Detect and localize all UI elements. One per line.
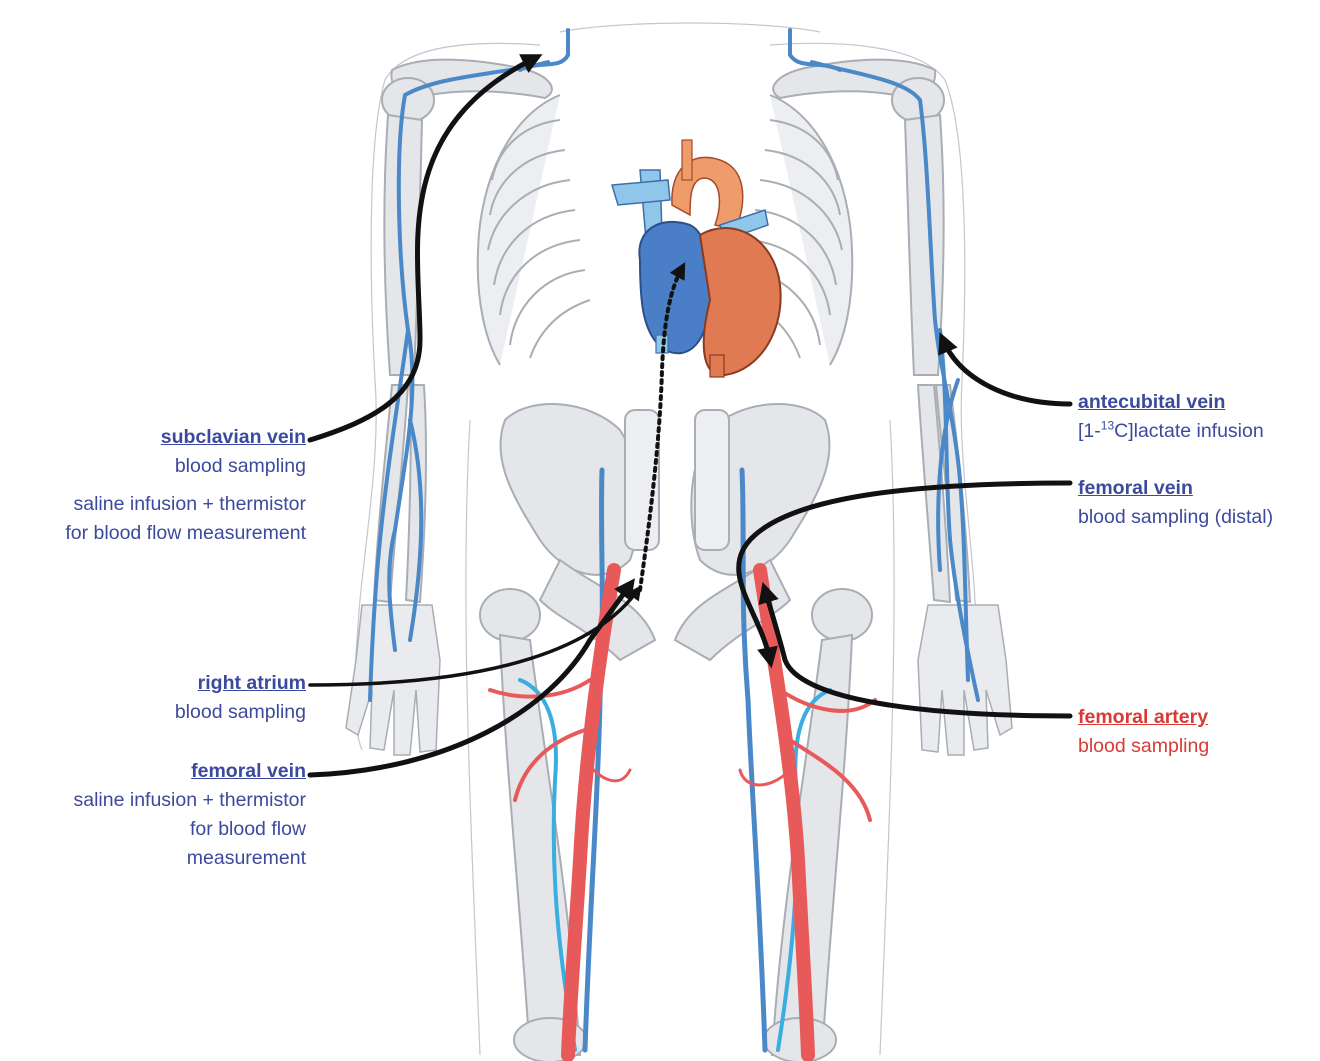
arm-bones bbox=[374, 115, 970, 602]
femoral-vein-right-title: femoral vein bbox=[1078, 474, 1273, 503]
pelvis-bones bbox=[480, 404, 872, 660]
femoral-vein-right-line1: blood sampling (distal) bbox=[1078, 503, 1273, 532]
subclavian-line1: blood sampling bbox=[65, 452, 306, 481]
subclavian-line3: for blood flow measurement bbox=[65, 519, 306, 548]
subclavian-title: subclavian vein bbox=[65, 423, 306, 452]
rib-cage-left bbox=[478, 95, 590, 365]
label-subclavian: subclavian vein blood sampling saline in… bbox=[65, 423, 306, 548]
femoral-vein-left-line2: for blood flow bbox=[74, 815, 307, 844]
antecubital-title: antecubital vein bbox=[1078, 388, 1264, 417]
shoulder-bones bbox=[382, 60, 944, 122]
label-femoral-artery: femoral artery blood sampling bbox=[1078, 703, 1209, 761]
label-right-atrium: right atrium blood sampling bbox=[175, 669, 306, 727]
femoral-vein-left-line3: measurement bbox=[74, 844, 307, 873]
femoral-artery-title: femoral artery bbox=[1078, 703, 1209, 732]
femoral-artery-arrow bbox=[765, 590, 1070, 716]
antecubital-line1: [1-13C]lactate infusion bbox=[1078, 417, 1264, 446]
label-antecubital: antecubital vein [1-13C]lactate infusion bbox=[1078, 388, 1264, 446]
label-femoral-vein-left: femoral vein saline infusion + thermisto… bbox=[74, 757, 307, 873]
right-atrium-line1: blood sampling bbox=[175, 698, 306, 727]
femoral-vein-left-line1: saline infusion + thermistor bbox=[74, 786, 307, 815]
label-femoral-vein-right: femoral vein blood sampling (distal) bbox=[1078, 474, 1273, 532]
femoral-vein-left-title: femoral vein bbox=[74, 757, 307, 786]
subclavian-line2: saline infusion + thermistor bbox=[65, 490, 306, 519]
body-outline bbox=[355, 23, 981, 1055]
right-atrium-title: right atrium bbox=[175, 669, 306, 698]
heart-illustration bbox=[612, 140, 781, 377]
hand-bones bbox=[346, 605, 1012, 755]
femoral-artery-line1: blood sampling bbox=[1078, 732, 1209, 761]
